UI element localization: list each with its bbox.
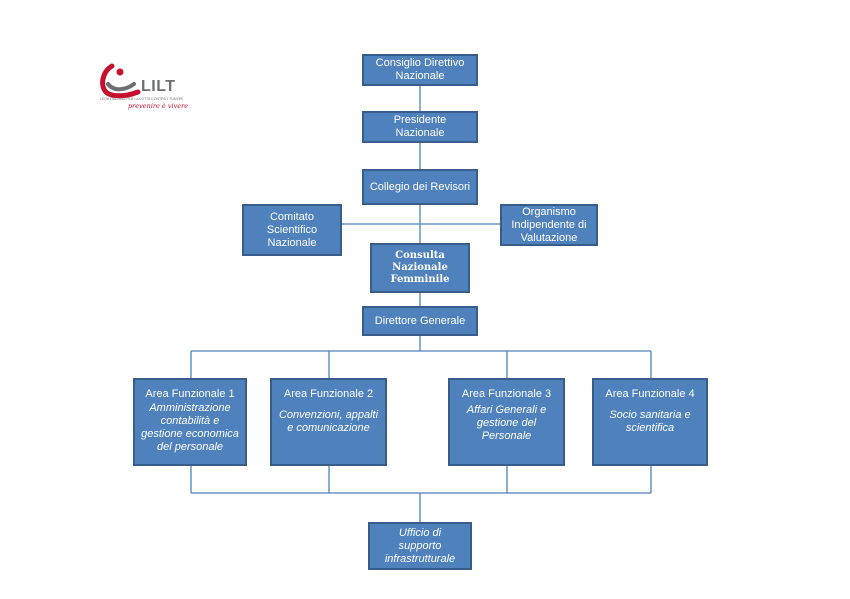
node-title: Presidente Nazionale [393,114,447,139]
node-consulta-femminile: Consulta Nazionale Femminile [370,243,470,293]
node-subtitle: Convenzioni, appalti e comunicazione [278,409,379,434]
node-title: Direttore Generale [374,314,466,327]
node-subtitle: Amministrazione contabilità e gestione e… [141,402,239,453]
node-title: Organismo Indipendente di Valutazione [511,205,587,244]
node-area-funzionale-1: Area Funzionale 1 Amministrazione contab… [133,378,247,466]
node-title: Area Funzionale 1 [145,388,235,400]
logo-subtitle: LEGA ITALIANA PER LA LOTTA CONTRO I TUMO… [100,97,184,101]
node-subtitle: Ufficio di supporto infrastrutturale [384,526,456,565]
node-title: Area Funzionale 3 [461,388,552,400]
node-subtitle: Socio sanitaria e scientifica [609,409,691,434]
node-title: Area Funzionale 4 [605,388,695,400]
node-title: Area Funzionale 2 [283,388,374,400]
logo-slogan: prevenire è vivere [128,102,189,110]
node-ufficio-supporto: Ufficio di supporto infrastrutturale [368,522,472,570]
node-area-funzionale-4: Area Funzionale 4 Socio sanitaria e scie… [592,378,708,466]
node-collegio-revisori: Collegio dei Revisori [362,169,478,205]
node-presidente: Presidente Nazionale [362,111,478,143]
node-area-funzionale-2: Area Funzionale 2 Convenzioni, appalti e… [270,378,387,466]
node-consiglio-direttivo: Consiglio Direttivo Nazionale [362,54,478,86]
node-title: Consiglio Direttivo Nazionale [375,57,465,82]
node-comitato-scientifico: Comitato Scientifico Nazionale [242,204,342,256]
node-organismo-valutazione: Organismo Indipendente di Valutazione [500,204,598,246]
node-subtitle: Affari Generali e gestione del Personale [466,404,547,442]
logo-name: LILT [141,78,176,95]
node-direttore-generale: Direttore Generale [362,306,478,336]
node-title: Consulta Nazionale Femminile [390,250,450,285]
lilt-logo-icon [100,63,141,99]
node-title: Comitato Scientifico Nazionale [266,210,318,249]
node-title: Collegio dei Revisori [369,180,471,193]
node-area-funzionale-3: Area Funzionale 3 Affari Generali e gest… [448,378,565,466]
